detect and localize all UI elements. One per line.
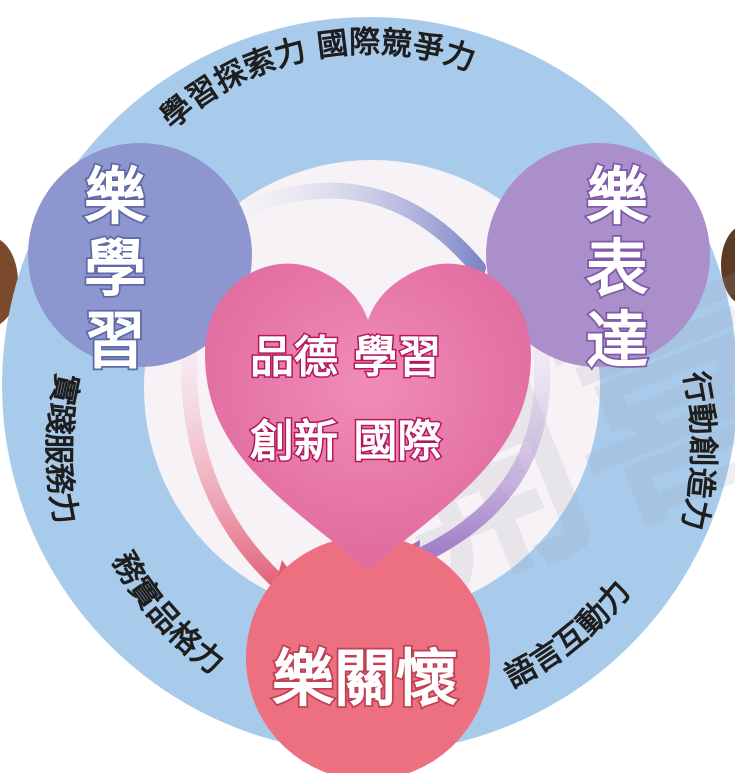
circle-express bbox=[486, 143, 710, 367]
edge-decoration-right bbox=[721, 228, 735, 302]
heart-core bbox=[205, 263, 531, 570]
circle-learn bbox=[28, 143, 252, 367]
title-learn: 樂 學 習 bbox=[84, 160, 168, 377]
arrow-express-to-care bbox=[392, 334, 551, 573]
title-express: 樂 表 達 bbox=[586, 160, 670, 377]
title-care: 樂關懷 bbox=[272, 642, 458, 715]
arrow-learn-to-care bbox=[181, 332, 298, 600]
heart-line-2: 創新 國際 bbox=[250, 416, 441, 467]
heart-line-1: 品德 學習 bbox=[250, 332, 441, 383]
arrow-learn-to-express bbox=[230, 182, 486, 276]
circle-care bbox=[246, 536, 490, 773]
